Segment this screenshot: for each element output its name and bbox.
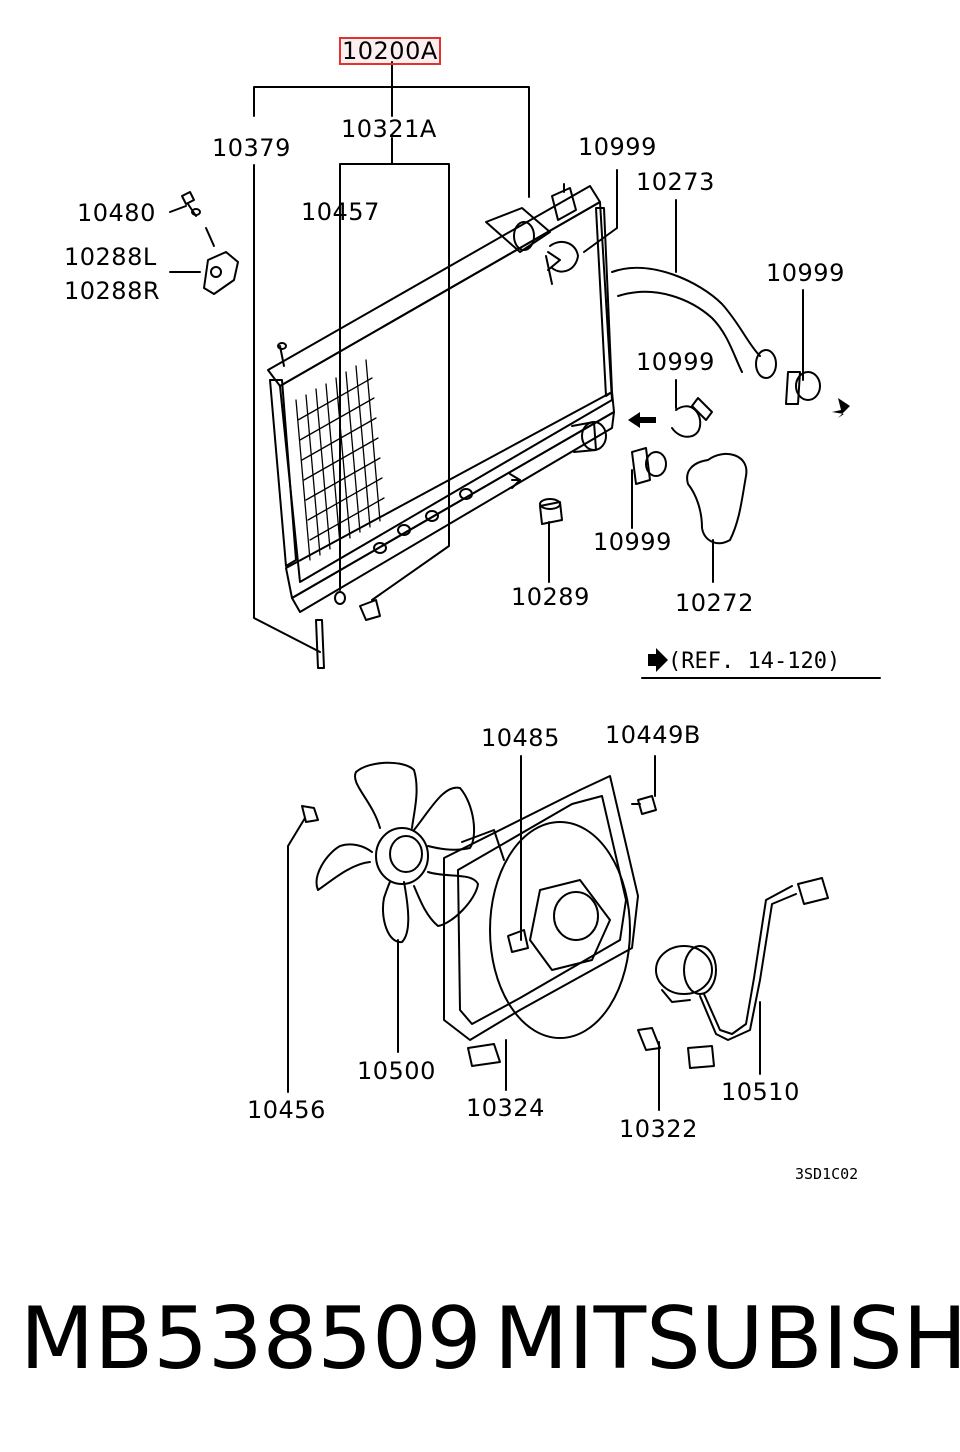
label-10273: 10273 [636,168,715,196]
part-number: MB538509 [20,1289,482,1389]
fan-shroud-drawing [444,776,656,1066]
label-10999-lower: 10999 [593,528,672,556]
radiator-drawing [268,184,614,668]
label-10322: 10322 [619,1115,698,1143]
label-10456: 10456 [247,1096,326,1124]
label-10289: 10289 [511,583,590,611]
reference-link[interactable]: (REF. 14-120) [668,649,841,674]
label-10200A: 10200A [339,37,441,65]
label-10288L: 10288L [64,243,157,271]
label-10999-middle: 10999 [636,348,715,376]
label-10272: 10272 [675,589,754,617]
label-10321A: 10321A [341,115,437,143]
bracket-drawing [182,192,238,294]
right-arrow-icon [648,648,668,672]
label-10324: 10324 [466,1094,545,1122]
brand-name: MITSUBISHI [494,1289,960,1389]
leader-lines [169,61,804,1111]
label-10500: 10500 [357,1057,436,1085]
fan-blade-drawing [302,763,478,942]
drawing-code: 3SD1C02 [795,1165,859,1183]
direction-arrow-icon [628,398,850,428]
label-10449B: 10449B [605,721,701,749]
label-10999-right: 10999 [766,259,845,287]
label-10457: 10457 [301,198,380,226]
label-10510: 10510 [721,1078,800,1106]
fan-motor-drawing [638,878,828,1068]
hose-drawing [540,242,820,543]
label-10379: 10379 [212,134,291,162]
label-10485: 10485 [481,724,560,752]
label-10288R: 10288R [64,277,161,305]
label-10480: 10480 [77,199,156,227]
label-10999-top: 10999 [578,133,657,161]
